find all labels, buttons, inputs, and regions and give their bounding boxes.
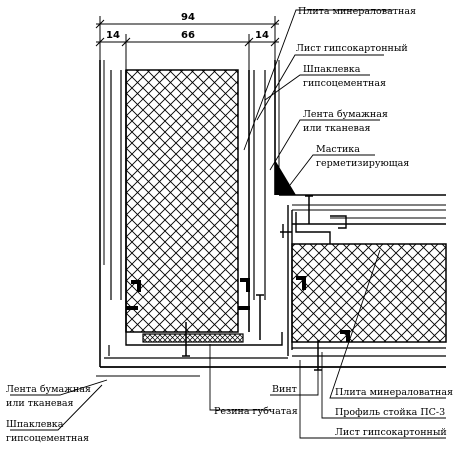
- label-putty-bottom-1: Шпаклевка: [6, 419, 64, 430]
- label-gypsum-sheet-bottom: Лист гипсокартонный: [335, 427, 447, 438]
- label-putty-bottom-2: гипсоцементная: [6, 433, 89, 444]
- label-mastic-2: герметизирующая: [316, 158, 409, 169]
- label-tape-top-1: Лента бумажная: [303, 109, 388, 120]
- mineral-wool-horizontal: [291, 243, 447, 343]
- label-tape-bottom-1: Лента бумажная: [6, 384, 91, 395]
- label-profile-post: Профиль стойка ПС-3: [335, 407, 445, 418]
- horizontal-partition: [280, 204, 447, 357]
- floor-base: [96, 332, 446, 377]
- dim-overall: 94: [181, 12, 195, 23]
- label-mineral-plate-bottom: Плита минераловатная: [335, 387, 453, 398]
- callout-labels: Плита минераловатная Лист гипсокартонный…: [6, 6, 453, 444]
- label-putty-top-1: Шпаклевка: [303, 64, 361, 75]
- dimension-lines: [95, 16, 280, 70]
- dim-left-board: 14: [106, 30, 120, 41]
- steel-profiles: [126, 276, 350, 342]
- label-tape-bottom-2: или тканевая: [6, 398, 74, 409]
- sealing-mastic: [275, 160, 446, 196]
- leader-lines: [10, 9, 446, 439]
- label-tape-top-2: или тканевая: [303, 123, 371, 134]
- label-screw: Винт: [272, 384, 297, 395]
- vertical-partition: [99, 60, 280, 345]
- dim-insulation: 66: [181, 30, 195, 41]
- label-mastic-1: Мастика: [316, 144, 360, 155]
- label-gypsum-sheet-top: Лист гипсокартонный: [296, 43, 408, 54]
- label-mineral-plate-top: Плита минераловатная: [298, 6, 416, 17]
- mineral-wool-vertical: [125, 69, 239, 333]
- sponge-rubber-strip: [142, 333, 244, 343]
- label-sponge-rubber: Резина губчатая: [214, 406, 298, 417]
- dim-right-board: 14: [255, 30, 269, 41]
- label-putty-top-2: гипсоцементная: [303, 78, 386, 89]
